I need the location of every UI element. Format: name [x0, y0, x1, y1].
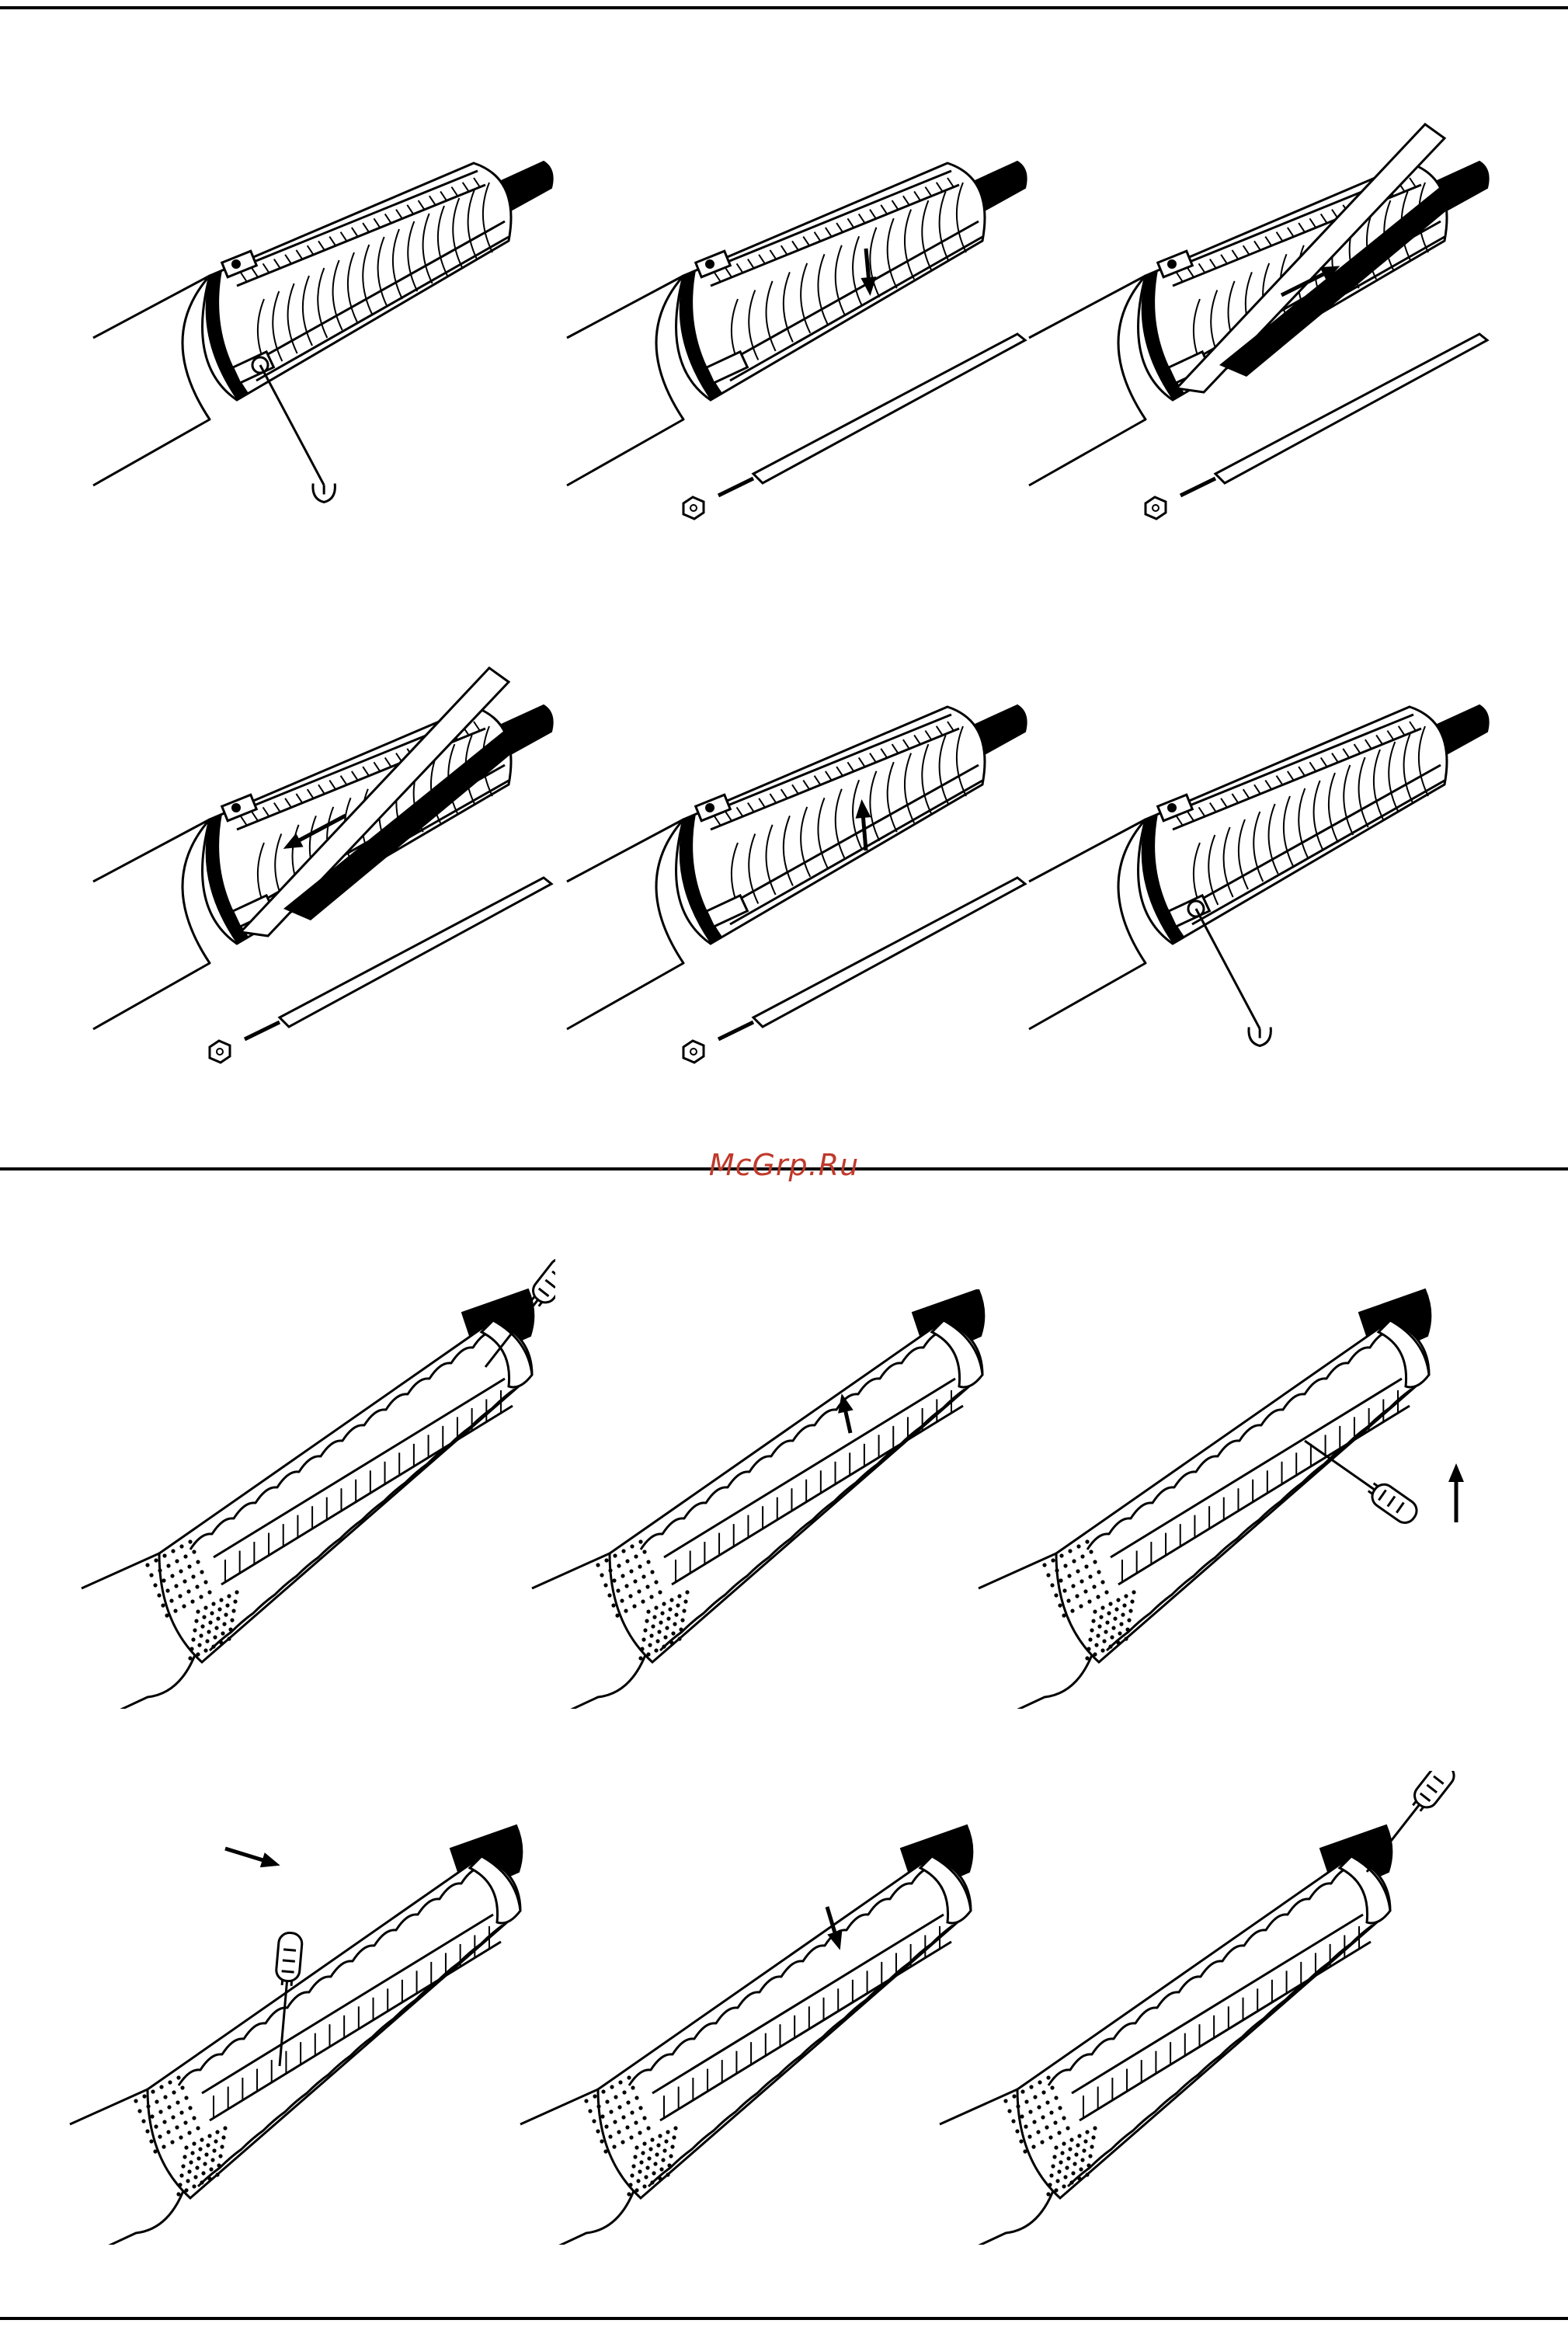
sleeve-drawing-4 [93, 668, 553, 1063]
sleeve-step-2 [559, 132, 1041, 536]
bottom-rule [0, 2317, 1568, 2320]
pump-body [93, 819, 210, 1029]
strainer-housing [159, 1320, 532, 1662]
strainer-step-3 [971, 1274, 1499, 1709]
sleeve-drawing-5 [567, 705, 1027, 1063]
strainer-drawing-3 [979, 1289, 1464, 1709]
strainer-step-5-illustration [513, 1810, 994, 2245]
strainer-drawing-5 [520, 1825, 972, 2245]
arrow-up [1448, 1463, 1464, 1522]
sleeve-step-1-illustration [85, 132, 567, 536]
strainer-drawing-4 [70, 1825, 522, 2245]
sleeve-step-4 [85, 652, 567, 1072]
sleeve-step-4-illustration [85, 652, 567, 1072]
sleeve-step-3 [1021, 109, 1503, 528]
sleeve-drawing-1 [93, 162, 553, 503]
sleeve-step-5 [559, 676, 1041, 1080]
strainer-step-5 [513, 1810, 994, 2245]
sleeve-drawing-6 [1029, 705, 1489, 1046]
strainer-step-6 [932, 1771, 1476, 2245]
nut [683, 1041, 704, 1063]
sleeve-drawing-3 [1029, 124, 1489, 519]
arrow-right [225, 1849, 280, 1867]
strainer-housing [598, 1856, 971, 2198]
strainer-step-1-illustration [74, 1258, 555, 1709]
sleeve-step-5-illustration [559, 676, 1041, 1080]
strainer-housing [148, 1856, 520, 2198]
strainer-step-2-illustration [524, 1289, 1006, 1709]
top-rule [0, 6, 1568, 9]
watermark-text: McGrp.Ru [0, 1148, 1568, 1182]
pump-body [1029, 276, 1146, 485]
strainer-step-4-illustration [62, 1810, 544, 2245]
sleeve-step-6 [1021, 676, 1503, 1080]
strainer-step-2 [524, 1289, 1006, 1709]
sleeve-step-2-illustration [559, 132, 1041, 536]
strainer-step-6-illustration [932, 1771, 1476, 2245]
strainer-step-4 [62, 1810, 544, 2245]
pump-body [1029, 819, 1146, 1029]
nut [1146, 497, 1166, 519]
strainer-drawing-1 [82, 1258, 555, 1709]
pump-body [567, 819, 683, 1029]
sleeve-step-6-illustration [1021, 676, 1503, 1080]
strainer-drawing-2 [532, 1289, 984, 1709]
sleeve-step-1 [85, 132, 567, 536]
screwdriver-tool [1358, 1771, 1458, 1879]
sleeve-drawing-2 [567, 162, 1027, 519]
nut [210, 1041, 230, 1063]
sleeve-step-3-illustration [1021, 109, 1503, 528]
strainer-step-1 [74, 1258, 555, 1709]
nut [683, 497, 704, 519]
pump-body [93, 276, 210, 485]
strainer-drawing-6 [940, 1771, 1458, 2245]
pump-body [567, 276, 683, 485]
strainer-step-3-illustration [971, 1274, 1499, 1709]
strainer-housing [1017, 1856, 1390, 2198]
strainer-housing [610, 1320, 982, 1662]
